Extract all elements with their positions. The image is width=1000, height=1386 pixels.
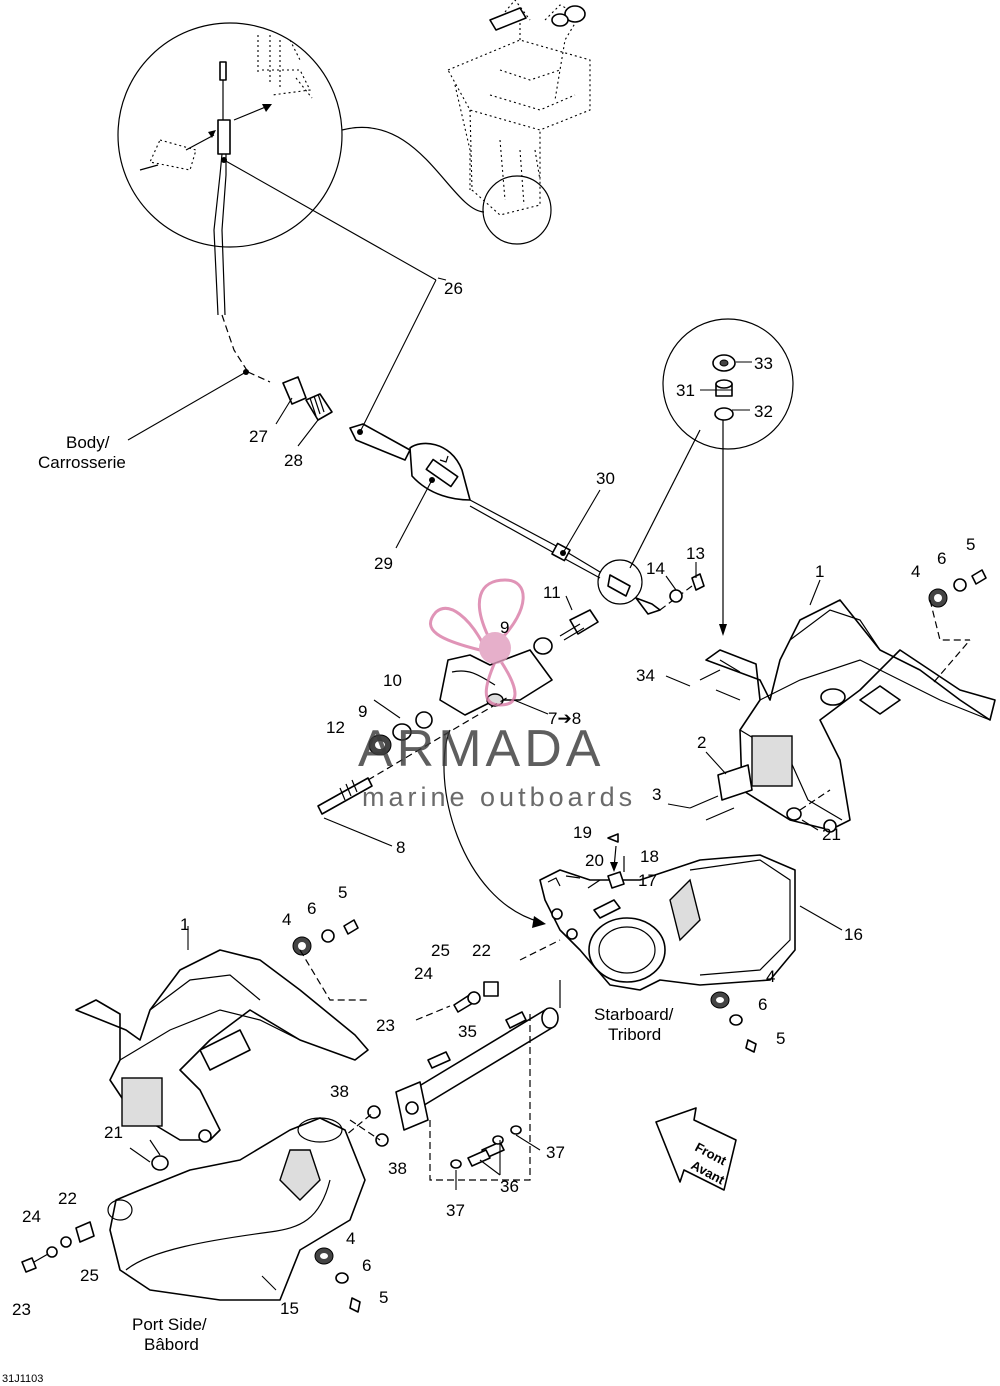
caption-port-en: Port Side/ [132, 1315, 207, 1334]
callout-2: 31 [676, 381, 695, 400]
callout-23: 21 [822, 825, 841, 844]
callout-53: 6 [362, 1256, 371, 1275]
right-bracket-part [699, 599, 996, 833]
port-handle-part [107, 1117, 366, 1301]
callout-48: 22 [58, 1189, 77, 1208]
front-direction-arrow: Front Avant [655, 1107, 737, 1191]
callout-38: 35 [458, 1022, 477, 1041]
callout-29: 16 [844, 925, 863, 944]
watermark-subtitle: marine outboards [362, 782, 636, 812]
callout-18: 7➔8 [548, 709, 581, 728]
callout-5: 28 [284, 451, 303, 470]
callout-9: 14 [646, 559, 665, 578]
callout-16: 34 [636, 666, 655, 685]
callout-47: 37 [546, 1143, 565, 1162]
callout-13: 6 [937, 549, 946, 568]
starboard-hardware [710, 991, 757, 1053]
caption-body-fr: Carrosserie [38, 453, 126, 472]
callout-3: 32 [754, 402, 773, 421]
callout-27: 18 [640, 847, 659, 866]
caption-starboard-en: Starboard/ [594, 1005, 674, 1024]
callout-leaders [129, 157, 843, 1291]
callout-24: 8 [396, 838, 405, 857]
callout-26: 20 [585, 851, 604, 870]
region-captions: Body/ Carrosserie Starboard/ Tribord Por… [2, 369, 674, 1385]
callout-35: 22 [472, 941, 491, 960]
armada-watermark: ARMADA marine outboards [358, 578, 636, 812]
callout-49: 24 [22, 1207, 41, 1226]
caption-starboard-fr: Tribord [608, 1025, 661, 1044]
throttle-handle-tops [489, 5, 586, 31]
cable-detail-view [117, 22, 343, 373]
callout-34: 25 [431, 941, 450, 960]
callout-4: 27 [249, 427, 268, 446]
callout-32: 6 [307, 899, 316, 918]
callout-55: 15 [280, 1299, 299, 1318]
caption-port-fr: Bâbord [144, 1335, 199, 1354]
callout-42: 38 [330, 1082, 349, 1101]
callout-11: 1 [815, 562, 824, 581]
callout-37: 23 [376, 1016, 395, 1035]
callout-19: 9 [358, 702, 367, 721]
watermark-title: ARMADA [358, 720, 604, 778]
caption-body-en: Body/ [66, 433, 110, 452]
callout-21: 2 [697, 733, 706, 752]
callout-41: 5 [776, 1029, 785, 1048]
callout-45: 37 [446, 1201, 465, 1220]
callout-25: 19 [573, 823, 592, 842]
callout-50: 25 [80, 1266, 99, 1285]
callout-39: 4 [766, 967, 775, 986]
callout-15: 9 [500, 618, 509, 637]
tube-shaft-part [339, 939, 561, 1181]
callout-31: 4 [282, 910, 291, 929]
callout-1: 33 [754, 354, 773, 373]
callout-17: 10 [383, 671, 402, 690]
callout-22: 3 [652, 785, 661, 804]
figure-code: 31J1103 [2, 1373, 43, 1385]
callout-52: 4 [346, 1229, 355, 1248]
callout-51: 23 [12, 1300, 31, 1319]
callout-7: 29 [374, 554, 393, 573]
throttle-housing-outline [447, 0, 591, 216]
right-bracket-washers [689, 569, 987, 821]
callout-6: 30 [596, 469, 615, 488]
callout-10: 11 [543, 583, 561, 602]
callout-54: 5 [379, 1288, 388, 1307]
housing-zoom-circle [482, 175, 552, 245]
left-bracket-part [75, 949, 369, 1171]
callout-30: 1 [180, 915, 189, 934]
callout-43: 38 [388, 1159, 407, 1178]
callout-44: 21 [104, 1123, 123, 1142]
callout-46: 36 [500, 1177, 519, 1196]
starboard-handle-part [539, 833, 796, 991]
left-bracket-hardware [292, 919, 370, 1001]
callout-12: 4 [911, 562, 920, 581]
callout-8: 13 [686, 544, 705, 563]
propeller-logo [429, 578, 525, 707]
hardware-upper-center [317, 573, 705, 928]
callout-14: 5 [966, 535, 975, 554]
callout-28: 17 [638, 871, 657, 890]
callout-33: 5 [338, 883, 347, 902]
callout-36: 24 [414, 964, 433, 983]
callout-0: 26 [444, 279, 463, 298]
callout-40: 6 [758, 995, 767, 1014]
port-hardware [21, 1221, 361, 1313]
callout-20: 12 [326, 718, 345, 737]
